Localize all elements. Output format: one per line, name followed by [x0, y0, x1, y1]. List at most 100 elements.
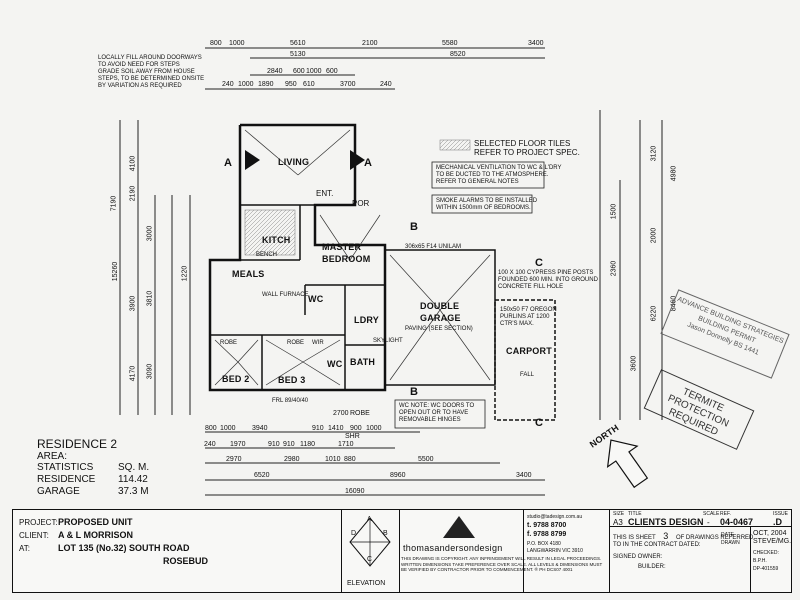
- ventilation-note: MECHANICAL VENTILATION TO WC & L'DRY TO …: [436, 165, 562, 185]
- dim-bottom-3-0: 240: [204, 441, 216, 448]
- ventilation-note-box: [431, 161, 545, 189]
- diag-bed3-4: [302, 361, 341, 386]
- dim-bottom-3-1: 1970: [230, 441, 246, 448]
- section-a-right-arrow: [350, 150, 365, 170]
- dim-top-3-0: 2840: [267, 68, 283, 75]
- title-value: CLIENTS DESIGN: [628, 517, 704, 527]
- dim-right-1: 4980: [670, 165, 678, 182]
- paving-label: PAVING (SEE SECTION): [405, 326, 473, 332]
- room-por: POR: [352, 199, 370, 208]
- title-block-date-cell: [750, 526, 792, 592]
- disclaimer: THIS DRAWING IS COPYRIGHT. ANY INFRINGEM…: [401, 556, 603, 572]
- diag-bed2-4: [237, 361, 259, 386]
- dim-bottom-1-1: ROBE: [350, 410, 370, 417]
- dim-bottom-5-1: 8960: [390, 472, 406, 479]
- room-double: DOUBLE: [420, 301, 460, 311]
- dim-top-1-0: 800: [210, 40, 222, 47]
- dim-left-9: 1220: [181, 265, 189, 282]
- at-value-2: ROSEBUD: [163, 556, 209, 566]
- signed-owner: SIGNED OWNER:: [613, 554, 663, 560]
- title-block-contact-cell: [523, 510, 610, 592]
- diag-bed2-1: [214, 339, 239, 363]
- dim-bottom-3-3: 910: [283, 441, 295, 448]
- diag-bed3-2: [302, 339, 341, 363]
- dim-bottom-3-5: 1710: [338, 441, 354, 448]
- dim-top-4-5: 3700: [340, 81, 356, 88]
- compass-a: A: [367, 516, 372, 523]
- dim-bottom-4-2: 1010: [325, 456, 341, 463]
- client-label: CLIENT:: [19, 531, 49, 540]
- skylight-label: SKYLIGHT: [373, 338, 403, 344]
- diag-master-1: [319, 214, 351, 261]
- size-value: A3: [613, 518, 623, 527]
- dim-top-4-2: 1890: [258, 81, 274, 88]
- diag-master-2: [349, 214, 381, 261]
- statistics-label: STATISTICS: [37, 462, 94, 473]
- compass-b: B: [383, 530, 388, 537]
- smoke-note-box: [431, 194, 533, 214]
- date-value: OCT, 2004: [753, 530, 787, 537]
- scale-value: -: [707, 518, 710, 527]
- title-block-project-cell: [13, 510, 342, 592]
- purlins-note: 150x50 F7 OREGON PURLINS AT 1200 CTR'S M…: [500, 307, 557, 327]
- dim-right-4: 1500: [610, 203, 618, 220]
- room-bed3: BED 3: [278, 375, 306, 385]
- title-block-elevation-cell: [341, 510, 400, 592]
- dim-top-4-1: 1000: [238, 81, 254, 88]
- dim-bottom-shr: SHR: [345, 433, 360, 440]
- dim-top-4-6: 240: [380, 81, 392, 88]
- dim-bottom-5-2: 3400: [516, 472, 532, 479]
- dim-right-2: 2000: [650, 227, 658, 244]
- room-robe-1: ROBE: [220, 340, 238, 346]
- dim-left-1: 2190: [129, 185, 137, 202]
- drawn-label: DRAWN: [721, 540, 740, 546]
- diag-bed2-3: [214, 361, 239, 386]
- dim-right-6: 2360: [610, 260, 618, 277]
- tile-hatch-kitchen: [244, 209, 296, 256]
- room-robe-2: ROBE: [287, 340, 305, 346]
- dim-left-4: 3810: [146, 290, 154, 307]
- firm-name: thomasandersondesign: [403, 543, 503, 553]
- dim-bottom-2-3: 910: [312, 425, 324, 432]
- elevation-compass-icon: [349, 517, 391, 567]
- diag-bed2-2: [237, 339, 259, 363]
- dim-bottom-4-0: 2970: [226, 456, 242, 463]
- dim-top-3-2: 1000: [306, 68, 322, 75]
- dim-right-5: 6220: [650, 305, 658, 322]
- project-value: PROPOSED UNIT: [58, 517, 133, 527]
- room-master: MASTER: [322, 242, 362, 252]
- elevation-label: ELEVATION: [347, 580, 386, 587]
- dim-bottom-3-2: 910: [268, 441, 280, 448]
- dim-top-4-3: 950: [285, 81, 297, 88]
- wall-furnace-label: WALL FURNACE: [262, 292, 309, 298]
- dim-top-4-4: 610: [303, 81, 315, 88]
- unilam-label: 306x65 F14 UNILAM: [405, 244, 462, 250]
- section-b-bottom: B: [410, 386, 419, 398]
- compass-c: C: [367, 556, 373, 563]
- diag-garage-3: [389, 309, 441, 381]
- bench-label: BENCH: [256, 252, 278, 258]
- issue-value: .D: [773, 517, 782, 527]
- room-wc-2: WC: [327, 359, 343, 369]
- room-meals: MEALS: [232, 269, 265, 279]
- firm-logo-icon: [443, 516, 475, 538]
- room-bedroom: BEDROOM: [322, 254, 371, 264]
- firm-email: studio@tadesign.com.au: [527, 514, 583, 520]
- ref-label: REF.: [720, 511, 731, 517]
- dim-top-1-2: 5610: [290, 40, 306, 47]
- diag-garage-1: [389, 254, 441, 311]
- dim-left-5: 3000: [146, 225, 154, 242]
- diag-bed3-1: [265, 339, 304, 363]
- dim-left-3: 3900: [129, 295, 137, 312]
- unit-label: SQ. M.: [118, 462, 150, 473]
- dim-top-3-1: 600: [293, 68, 305, 75]
- garage-value: 37.3 M: [118, 486, 149, 497]
- section-a-right: A: [364, 157, 373, 169]
- dim-bottom-3-4: 1180: [300, 441, 316, 448]
- at-value: LOT 135 (No.32) SOUTH ROAD: [58, 543, 190, 553]
- room-wc-1: WC: [308, 294, 324, 304]
- north-arrow-icon: [606, 439, 649, 489]
- builder-label: BUILDER:: [638, 564, 666, 570]
- project-label: PROJECT:: [19, 518, 58, 527]
- diag-living-1: [244, 129, 299, 176]
